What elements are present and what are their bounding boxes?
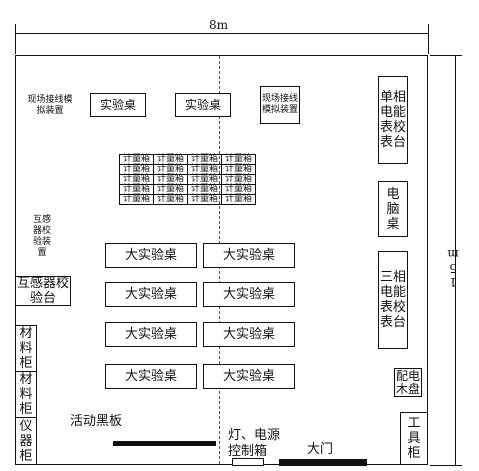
- meter-box-cell: 计量箱: [153, 194, 189, 205]
- lab-desk-2: 实验桌: [175, 93, 231, 117]
- meter-box-cell: 计量箱: [153, 164, 189, 175]
- width-dimension-right-tick: [428, 24, 429, 54]
- height-dimension-bottom-tick: [430, 465, 462, 466]
- meter-box-cell: 计量箱: [187, 194, 223, 205]
- meter-box-row: 计量箱计量箱计量箱计量箱: [118, 174, 257, 185]
- meter-box-cell: 计量箱: [118, 194, 155, 205]
- meter-box-grid: 计量箱计量箱计量箱计量箱计量箱计量箱计量箱计量箱计量箱计量箱计量箱计量箱计量箱计…: [118, 154, 257, 205]
- large-lab-desk: 大实验桌: [105, 243, 197, 268]
- meter-box-cell: 计量箱: [118, 184, 155, 195]
- meter-box-cell: 计量箱: [221, 174, 257, 185]
- large-lab-desk: 大实验桌: [203, 243, 295, 268]
- width-dimension-left-tick: [15, 24, 16, 54]
- distribution-panel: 配电木盘: [394, 368, 422, 397]
- large-lab-desk: 大实验桌: [203, 364, 295, 389]
- large-lab-desk: 大实验桌: [105, 364, 197, 389]
- meter-box-cell: 计量箱: [118, 174, 155, 185]
- main-door-bar: [279, 459, 367, 466]
- three-phase-bench: 三相电能表校表台: [378, 251, 408, 349]
- material-cabinet-1: 材料柜: [15, 325, 37, 372]
- height-dimension-label: 15m: [446, 247, 460, 289]
- transformer-device: 互感器校验装置: [30, 213, 54, 260]
- meter-box-row: 计量箱计量箱计量箱计量箱: [118, 194, 257, 205]
- tool-cabinet: 工具柜: [400, 412, 428, 465]
- meter-box-cell: 计量箱: [187, 154, 223, 165]
- computer-desk: 电脑桌: [378, 181, 408, 237]
- field-sim-right: 现场接线模拟装置: [260, 86, 300, 124]
- meter-box-cell: 计量箱: [221, 154, 257, 165]
- large-lab-desk: 大实验桌: [203, 322, 295, 347]
- width-dimension-label: 8m: [209, 18, 229, 32]
- instrument-cabinet: 仪器柜: [15, 417, 37, 465]
- meter-box-cell: 计量箱: [118, 154, 155, 165]
- meter-box-cell: 计量箱: [153, 154, 189, 165]
- main-door-label: 大门: [307, 442, 334, 457]
- meter-box-cell: 计量箱: [221, 184, 257, 195]
- material-cabinet-2: 材料柜: [15, 371, 37, 418]
- field-sim-left: 现场接线模拟装置: [25, 91, 75, 121]
- meter-box-row: 计量箱计量箱计量箱计量箱: [118, 184, 257, 195]
- blackboard-bar: [113, 441, 216, 446]
- room-outline: [15, 55, 428, 465]
- width-dimension-line: [15, 33, 428, 34]
- transformer-bench: 互感器校验台: [15, 276, 71, 306]
- meter-box-cell: 计量箱: [187, 184, 223, 195]
- large-lab-desk: 大实验桌: [203, 282, 295, 307]
- meter-box-cell: 计量箱: [221, 194, 257, 205]
- control-box: [232, 458, 264, 466]
- height-dimension-top-tick: [430, 55, 462, 56]
- blackboard-label: 活动黑板: [70, 414, 123, 429]
- large-lab-desk: 大实验桌: [105, 322, 197, 347]
- meter-box-cell: 计量箱: [153, 174, 189, 185]
- meter-box-cell: 计量箱: [187, 174, 223, 185]
- single-phase-bench: 单相电能表校表台: [378, 76, 408, 164]
- lab-desk-1: 实验桌: [90, 93, 146, 117]
- large-lab-desk: 大实验桌: [105, 282, 197, 307]
- control-box-label-2: 控制箱: [228, 444, 268, 459]
- meter-box-cell: 计量箱: [153, 184, 189, 195]
- control-box-label-1: 灯、电源: [228, 428, 281, 443]
- meter-box-cell: 计量箱: [187, 164, 223, 175]
- meter-box-row: 计量箱计量箱计量箱计量箱: [118, 164, 257, 175]
- height-dimension-line: [455, 55, 456, 465]
- meter-box-cell: 计量箱: [221, 164, 257, 175]
- meter-box-cell: 计量箱: [118, 164, 155, 175]
- meter-box-row: 计量箱计量箱计量箱计量箱: [118, 154, 257, 165]
